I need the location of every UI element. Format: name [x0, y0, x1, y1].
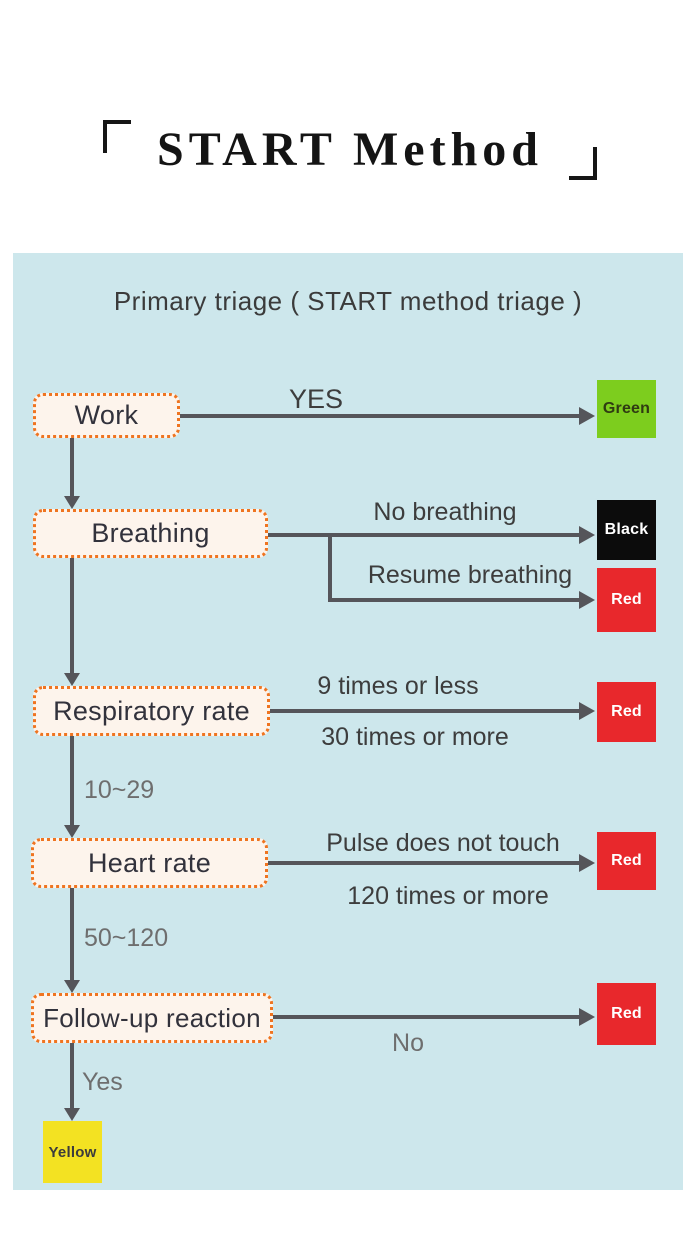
edge-label-10-29: 10~29 [84, 776, 155, 804]
node-heart-rate-label: Heart rate [87, 847, 212, 878]
connector-respiratory-to-heart [70, 736, 74, 825]
connector-work-to-breathing [70, 438, 74, 496]
outcome-tag-yellow: Yellow [43, 1121, 102, 1183]
connector-work-to-green [180, 414, 579, 418]
edge-label-9-times-or-less: 9 times or less [317, 672, 479, 700]
arrowhead-heart-to-follow-up-icon [64, 980, 80, 993]
outcome-tag-red-respiratory: Red [597, 682, 656, 742]
edge-label-pulse-does-not-touch: Pulse does not touch [326, 829, 560, 857]
arrowhead-respiratory-to-red-icon [579, 702, 595, 720]
edge-label-resume-breathing: Resume breathing [367, 561, 573, 589]
left-corner-bracket-icon [103, 120, 132, 153]
connector-breathing-branch [328, 535, 332, 600]
edge-label-50-120: 50~120 [84, 924, 169, 952]
connector-follow-up-to-yellow [70, 1043, 74, 1108]
outcome-tag-red-breathing: Red [597, 568, 656, 632]
outcome-tag-black: Black [597, 500, 656, 560]
node-respiratory-rate: Respiratory rate [33, 686, 270, 736]
arrowhead-breathing-to-black-icon [579, 526, 595, 544]
connector-respiratory-to-red [270, 709, 579, 713]
page-title: START Method [0, 108, 700, 192]
node-work-label: Work [74, 400, 139, 430]
diagram-title: Primary triage ( START method triage ) [113, 286, 583, 316]
connector-heart-to-follow-up [70, 888, 74, 980]
outcome-tag-green: Green [597, 380, 656, 438]
node-respiratory-rate-label: Respiratory rate [53, 695, 250, 726]
arrowhead-work-to-green-icon [579, 407, 595, 425]
node-breathing: Breathing [33, 509, 268, 558]
arrowhead-breathing-to-red-icon [579, 591, 595, 609]
node-breathing-label: Breathing [91, 518, 210, 548]
edge-label-no-breathing: No breathing [373, 498, 517, 526]
triage-diagram-panel: Primary triage ( START method triage ) W… [13, 253, 683, 1190]
arrowhead-heart-to-red-icon [579, 854, 595, 872]
edge-label-yes: YES [288, 384, 344, 414]
connector-follow-up-to-red [273, 1015, 579, 1019]
page-title-text: START Method [157, 123, 543, 176]
edge-label-120-times-or-more: 120 times or more [347, 882, 549, 910]
arrowhead-breathing-to-respiratory-icon [64, 673, 80, 686]
node-heart-rate: Heart rate [31, 838, 268, 888]
node-follow-up-reaction: Follow-up reaction [31, 993, 273, 1043]
edge-label-30-times-or-more: 30 times or more [321, 723, 509, 751]
connector-breathing-to-black [268, 533, 579, 537]
arrowhead-follow-up-to-red-icon [579, 1008, 595, 1026]
connector-breathing-to-red [328, 598, 579, 602]
node-work: Work [33, 393, 180, 438]
outcome-tag-red-heart: Red [597, 832, 656, 890]
connector-heart-to-red [268, 861, 579, 865]
outcome-tag-red-follow-up: Red [597, 983, 656, 1045]
arrowhead-respiratory-to-heart-icon [64, 825, 80, 838]
right-corner-bracket-icon [568, 147, 597, 180]
arrowhead-work-to-breathing-icon [64, 496, 80, 509]
arrowhead-follow-up-to-yellow-icon [64, 1108, 80, 1121]
connector-breathing-to-respiratory [70, 558, 74, 673]
node-follow-up-reaction-label: Follow-up reaction [43, 1002, 261, 1033]
edge-label-yes-down: Yes [82, 1068, 123, 1096]
edge-label-no: No [392, 1029, 424, 1057]
